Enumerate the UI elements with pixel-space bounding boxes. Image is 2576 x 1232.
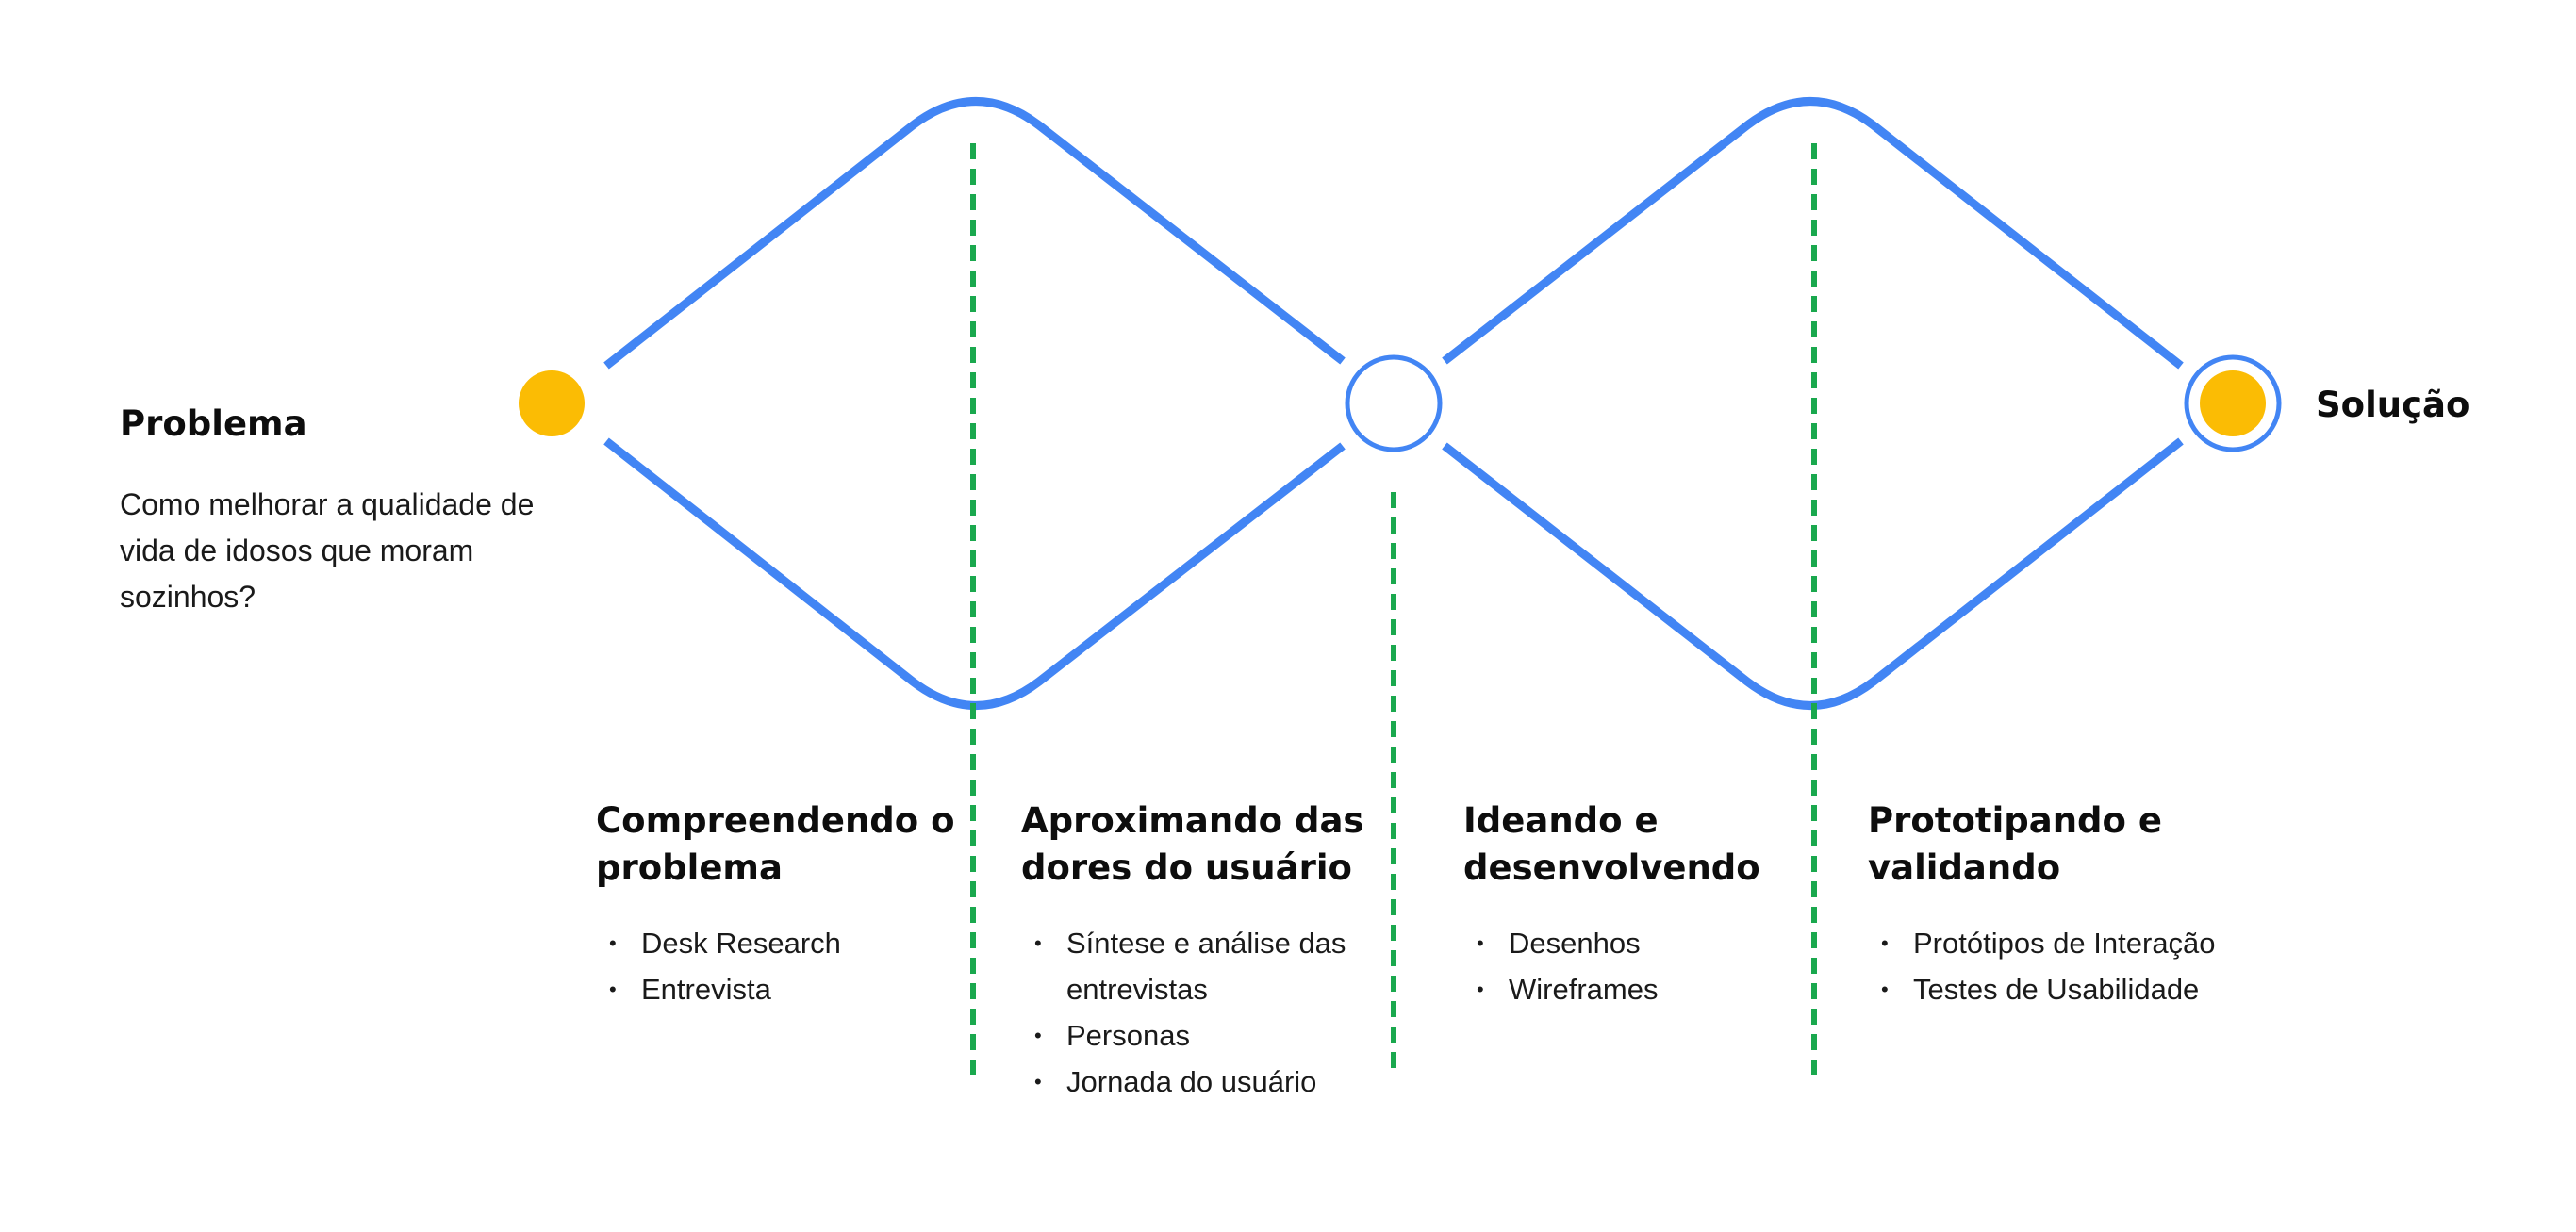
solution-dot <box>2200 370 2266 436</box>
phase-title: Aproximando das dores do usuário <box>1021 800 1364 888</box>
list-item: Desenhos <box>1463 920 1803 966</box>
list-item: Entrevista <box>596 966 973 1012</box>
phase-understanding: Compreendendo o problema Desk Research E… <box>596 797 973 1012</box>
midpoint-circle <box>1345 354 1443 452</box>
problem-title: Problema <box>120 403 307 444</box>
phase-items: Desk Research Entrevista <box>596 920 973 1012</box>
phase-ideation: Ideando e desenvolvendo Desenhos Wirefra… <box>1463 797 1803 1012</box>
problem-block: Problema Como melhorar a qualidade de vi… <box>120 401 553 620</box>
phase-title: Prototipando e validando <box>1868 800 2162 888</box>
problem-description: Como melhorar a qualidade de vida de ido… <box>120 487 535 614</box>
list-item: Wireframes <box>1463 966 1803 1012</box>
solution-title: Solução <box>2316 385 2470 425</box>
phase-items: Protótipos de Interação Testes de Usabil… <box>1868 920 2273 1012</box>
list-item: Personas <box>1021 1012 1398 1059</box>
diamond-1-top-edge <box>603 97 1346 370</box>
list-item: Jornada do usuário <box>1021 1059 1398 1105</box>
list-item: Testes de Usabilidade <box>1868 966 2273 1012</box>
list-item: Protótipos de Interação <box>1868 920 2273 966</box>
phase-prototyping: Prototipando e validando Protótipos de I… <box>1868 797 2273 1012</box>
phase-items: Síntese e análise das entrevistas Person… <box>1021 920 1398 1105</box>
phase-title: Ideando e desenvolvendo <box>1463 800 1760 888</box>
list-item: Síntese e análise das entrevistas <box>1021 920 1398 1012</box>
diamond-2-bottom-edge <box>1442 437 2184 710</box>
diamond-2-top-edge <box>1442 97 2184 370</box>
list-item: Desk Research <box>596 920 973 966</box>
phase-user-pains: Aproximando das dores do usuário Síntese… <box>1021 797 1398 1105</box>
phase-items: Desenhos Wireframes <box>1463 920 1803 1012</box>
problem-dot <box>519 370 585 436</box>
phase-title: Compreendendo o problema <box>596 800 955 888</box>
